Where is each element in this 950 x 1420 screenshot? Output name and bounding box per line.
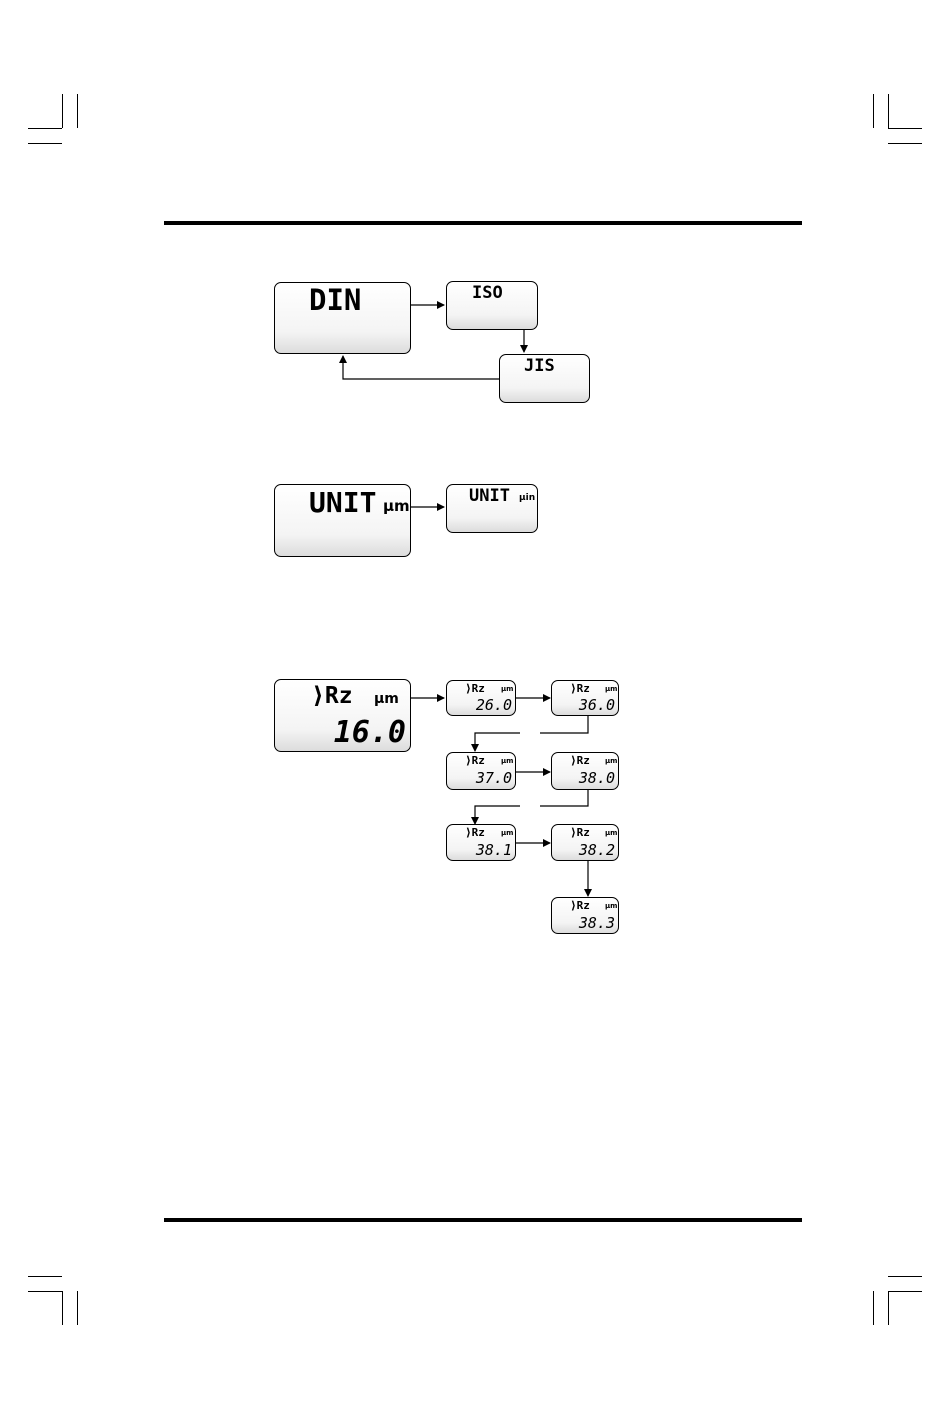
unit-label: UNIT bbox=[469, 488, 510, 505]
standard-option: JIS bbox=[524, 358, 555, 375]
rz-value: 26.0 bbox=[476, 698, 512, 713]
rz-value: 38.0 bbox=[579, 771, 615, 786]
wrap-arrow-icon bbox=[475, 790, 588, 824]
standard-current: DIN bbox=[309, 286, 361, 315]
rz-unit: µm bbox=[501, 830, 513, 837]
rz-unit: µm bbox=[605, 686, 617, 693]
wrap-arrow-icon bbox=[475, 716, 588, 751]
lcd-standard-iso: ISO bbox=[446, 281, 538, 330]
lcd-rz-step: ⟩Rz µm 26.0 bbox=[446, 680, 516, 716]
lcd-standard-jis: JIS bbox=[499, 354, 590, 403]
rz-value: 37.0 bbox=[476, 771, 512, 786]
rz-value: 38.1 bbox=[476, 843, 512, 858]
lcd-unit-uin: UNIT µin bbox=[446, 484, 538, 533]
rz-parameter: ⟩Rz bbox=[570, 683, 590, 694]
unit-value: µm bbox=[383, 499, 410, 514]
rz-value: 16.0 bbox=[334, 718, 406, 748]
rz-unit: µm bbox=[605, 903, 617, 910]
unit-label: UNIT bbox=[309, 489, 376, 517]
rz-parameter: ⟩Rz bbox=[570, 755, 590, 766]
rz-unit: µm bbox=[605, 758, 617, 765]
rz-unit: µm bbox=[501, 758, 513, 765]
rz-parameter: ⟩Rz bbox=[311, 685, 353, 708]
rz-unit: µm bbox=[605, 830, 617, 837]
lcd-rz-step: ⟩Rz µm 38.3 bbox=[551, 897, 619, 934]
lcd-unit-um: UNIT µm bbox=[274, 484, 411, 557]
lcd-rz-step: ⟩Rz µm 37.0 bbox=[446, 752, 516, 790]
rz-value: 38.2 bbox=[579, 843, 615, 858]
rz-unit: µm bbox=[501, 686, 513, 693]
rz-value: 36.0 bbox=[579, 698, 615, 713]
rz-parameter: ⟩Rz bbox=[570, 827, 590, 838]
rz-parameter: ⟩Rz bbox=[465, 827, 485, 838]
standard-option: ISO bbox=[472, 285, 503, 302]
lcd-rz-step: ⟩Rz µm 38.1 bbox=[446, 824, 516, 861]
lcd-rz-step: ⟩Rz µm 38.2 bbox=[551, 824, 619, 861]
rz-parameter: ⟩Rz bbox=[465, 683, 485, 694]
rz-parameter: ⟩Rz bbox=[570, 900, 590, 911]
rz-parameter: ⟩Rz bbox=[465, 755, 485, 766]
rz-unit: µm bbox=[374, 692, 399, 706]
lcd-rz-main: ⟩Rz µm 16.0 bbox=[274, 679, 411, 752]
unit-value: µin bbox=[519, 494, 535, 503]
lcd-rz-step: ⟩Rz µm 36.0 bbox=[551, 680, 619, 716]
lcd-rz-step: ⟩Rz µm 38.0 bbox=[551, 752, 619, 790]
return-arrow-icon bbox=[343, 356, 499, 379]
rz-value: 38.3 bbox=[579, 916, 615, 931]
lcd-standard-din: DIN bbox=[274, 282, 411, 354]
